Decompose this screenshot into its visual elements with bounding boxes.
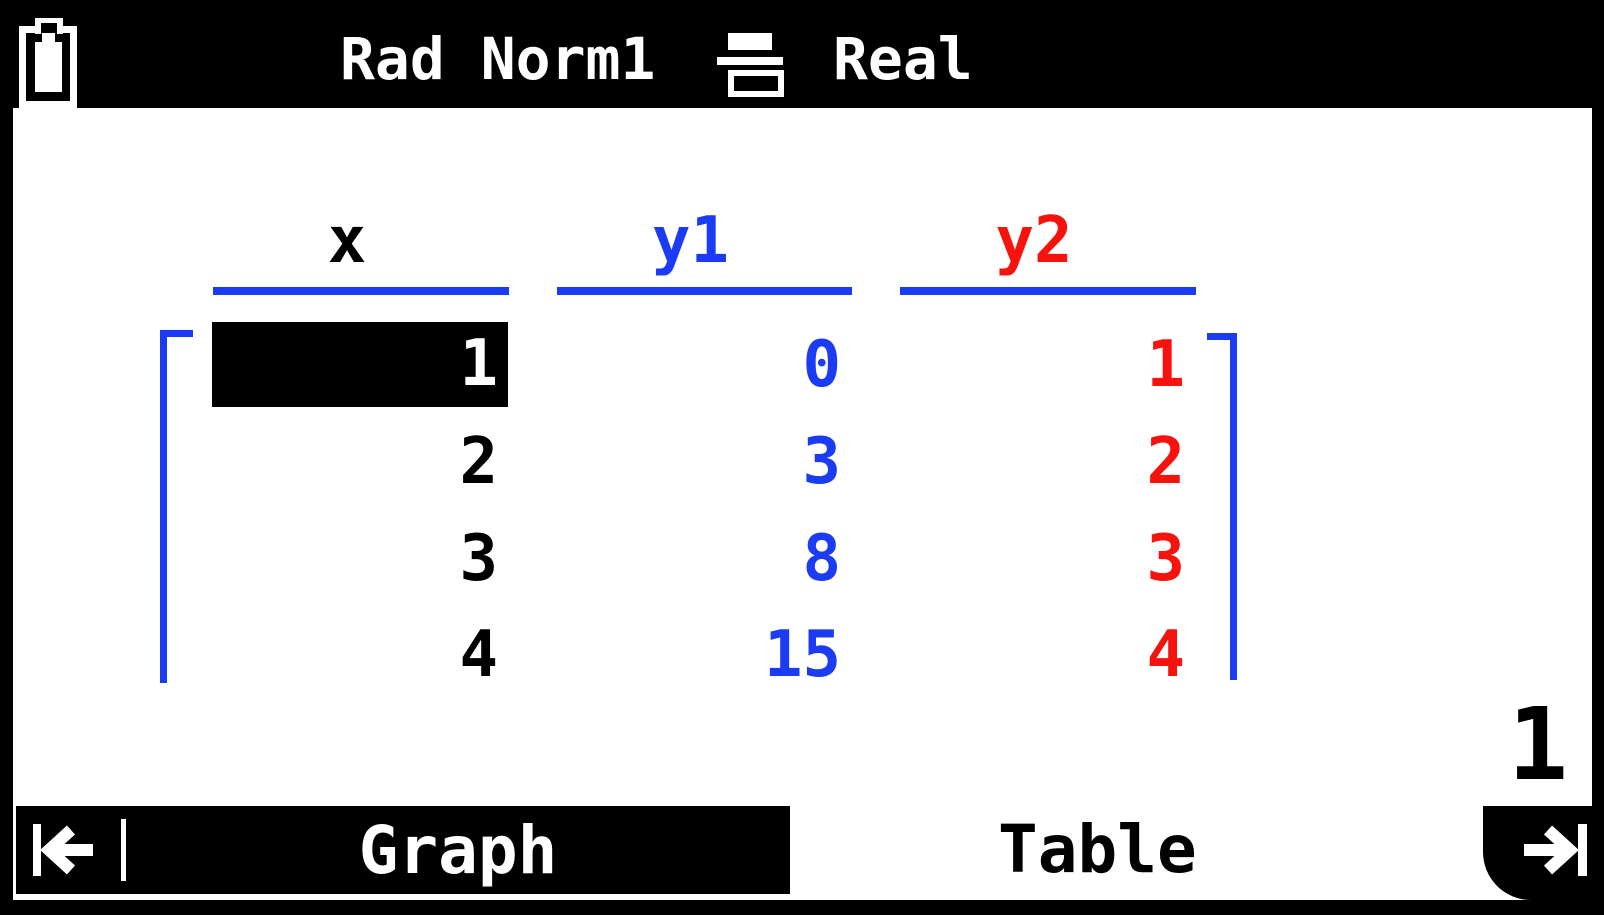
table-cell-y2-row2[interactable]: 2 bbox=[1146, 425, 1185, 499]
table-left-bracket-arm bbox=[160, 330, 193, 337]
table-cell-y2-row3[interactable]: 3 bbox=[1146, 522, 1185, 596]
fraction-denominator-block bbox=[728, 70, 784, 97]
column-underline-y1 bbox=[557, 287, 852, 295]
battery-nub-inner bbox=[41, 23, 57, 34]
fraction-bar bbox=[717, 57, 783, 65]
status-angle-display: Rad Norm1 bbox=[340, 10, 655, 108]
column-underline-x bbox=[213, 287, 509, 295]
calculator-screen: Rad Norm1 Real x y1 y2 1 0 1 2 3 2 3 8 3 4 15 4 1 bbox=[13, 10, 1592, 900]
softkey-graph[interactable]: Graph bbox=[16, 806, 790, 894]
angle-unit-label: Rad bbox=[340, 25, 445, 93]
table-right-bracket bbox=[1230, 333, 1237, 680]
table-cell-y1-row3[interactable]: 8 bbox=[802, 522, 841, 596]
table-cell-y1-row4[interactable]: 15 bbox=[763, 618, 841, 692]
selected-cell-value: 1 bbox=[1507, 686, 1569, 803]
column-header-y1: y1 bbox=[651, 204, 730, 278]
table-cell-x-row4[interactable]: 4 bbox=[459, 618, 498, 692]
page-next-icon[interactable] bbox=[1524, 824, 1588, 876]
softkey-next-page[interactable] bbox=[1483, 806, 1592, 900]
table-right-bracket-arm bbox=[1207, 333, 1237, 340]
table-cell-x-row2[interactable]: 2 bbox=[459, 425, 498, 499]
battery-fill-nub bbox=[42, 33, 55, 42]
softkey-table-label: Table bbox=[998, 811, 1197, 888]
battery-fill bbox=[35, 42, 62, 92]
battery-icon bbox=[19, 18, 97, 110]
display-format-label: Norm1 bbox=[480, 25, 656, 93]
softkey-table[interactable]: Table bbox=[998, 806, 1197, 894]
status-bar: Rad Norm1 Real bbox=[13, 10, 1592, 108]
table-cell-x-row3[interactable]: 3 bbox=[459, 522, 498, 596]
table-cell-y1-row2[interactable]: 3 bbox=[802, 425, 841, 499]
column-underline-y2 bbox=[900, 287, 1196, 295]
softkey-graph-label: Graph bbox=[358, 811, 558, 889]
table-cell-y2-row1[interactable]: 1 bbox=[1146, 328, 1185, 402]
table-cell-y1-row1[interactable]: 0 bbox=[802, 328, 841, 402]
number-mode-label: Real bbox=[833, 25, 973, 93]
fraction-dc-icon bbox=[717, 33, 784, 97]
page-back-icon[interactable] bbox=[33, 824, 93, 876]
column-header-x: x bbox=[327, 204, 367, 278]
fraction-numerator-block bbox=[728, 33, 772, 50]
table-left-bracket bbox=[160, 330, 167, 683]
number-mode: Real bbox=[833, 10, 973, 108]
table-cell-x-row1[interactable]: 1 bbox=[212, 322, 508, 407]
table-cell-y2-row4[interactable]: 4 bbox=[1146, 618, 1185, 692]
column-header-y2: y2 bbox=[995, 204, 1073, 278]
softkey-separator bbox=[121, 819, 126, 881]
